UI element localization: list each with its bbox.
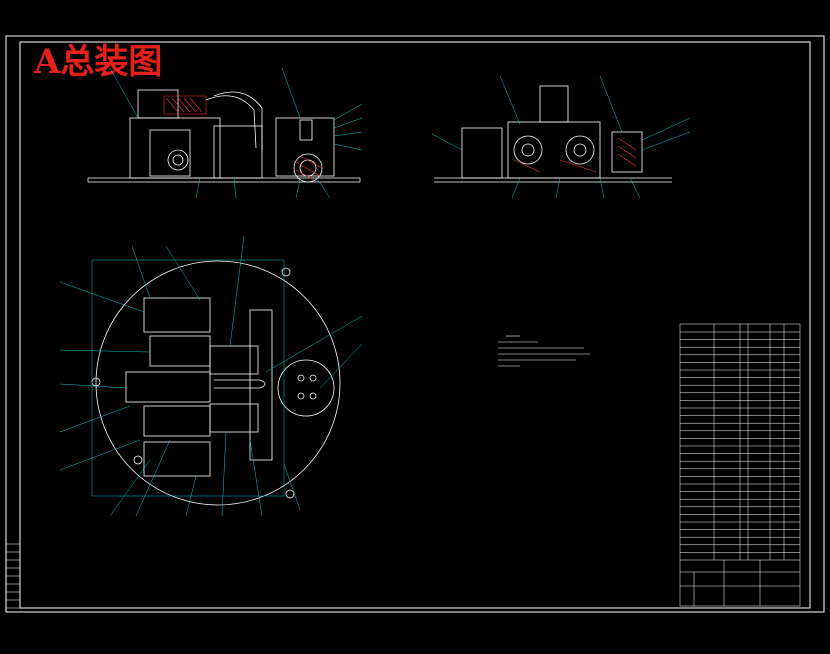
side-view-hatch <box>513 137 637 173</box>
sheet-border <box>5 35 825 613</box>
side-view-dims <box>431 75 691 199</box>
drawing-title: A总装图 <box>33 42 162 82</box>
side-view <box>434 85 672 183</box>
parts-list <box>679 323 801 607</box>
plan-view-centerline <box>59 235 363 517</box>
front-view-hatch <box>163 95 323 181</box>
technical-notes <box>498 335 590 367</box>
front-view-dims <box>109 67 363 199</box>
revision-strip <box>5 543 21 609</box>
front-view <box>87 89 361 183</box>
plan-view <box>91 260 341 506</box>
